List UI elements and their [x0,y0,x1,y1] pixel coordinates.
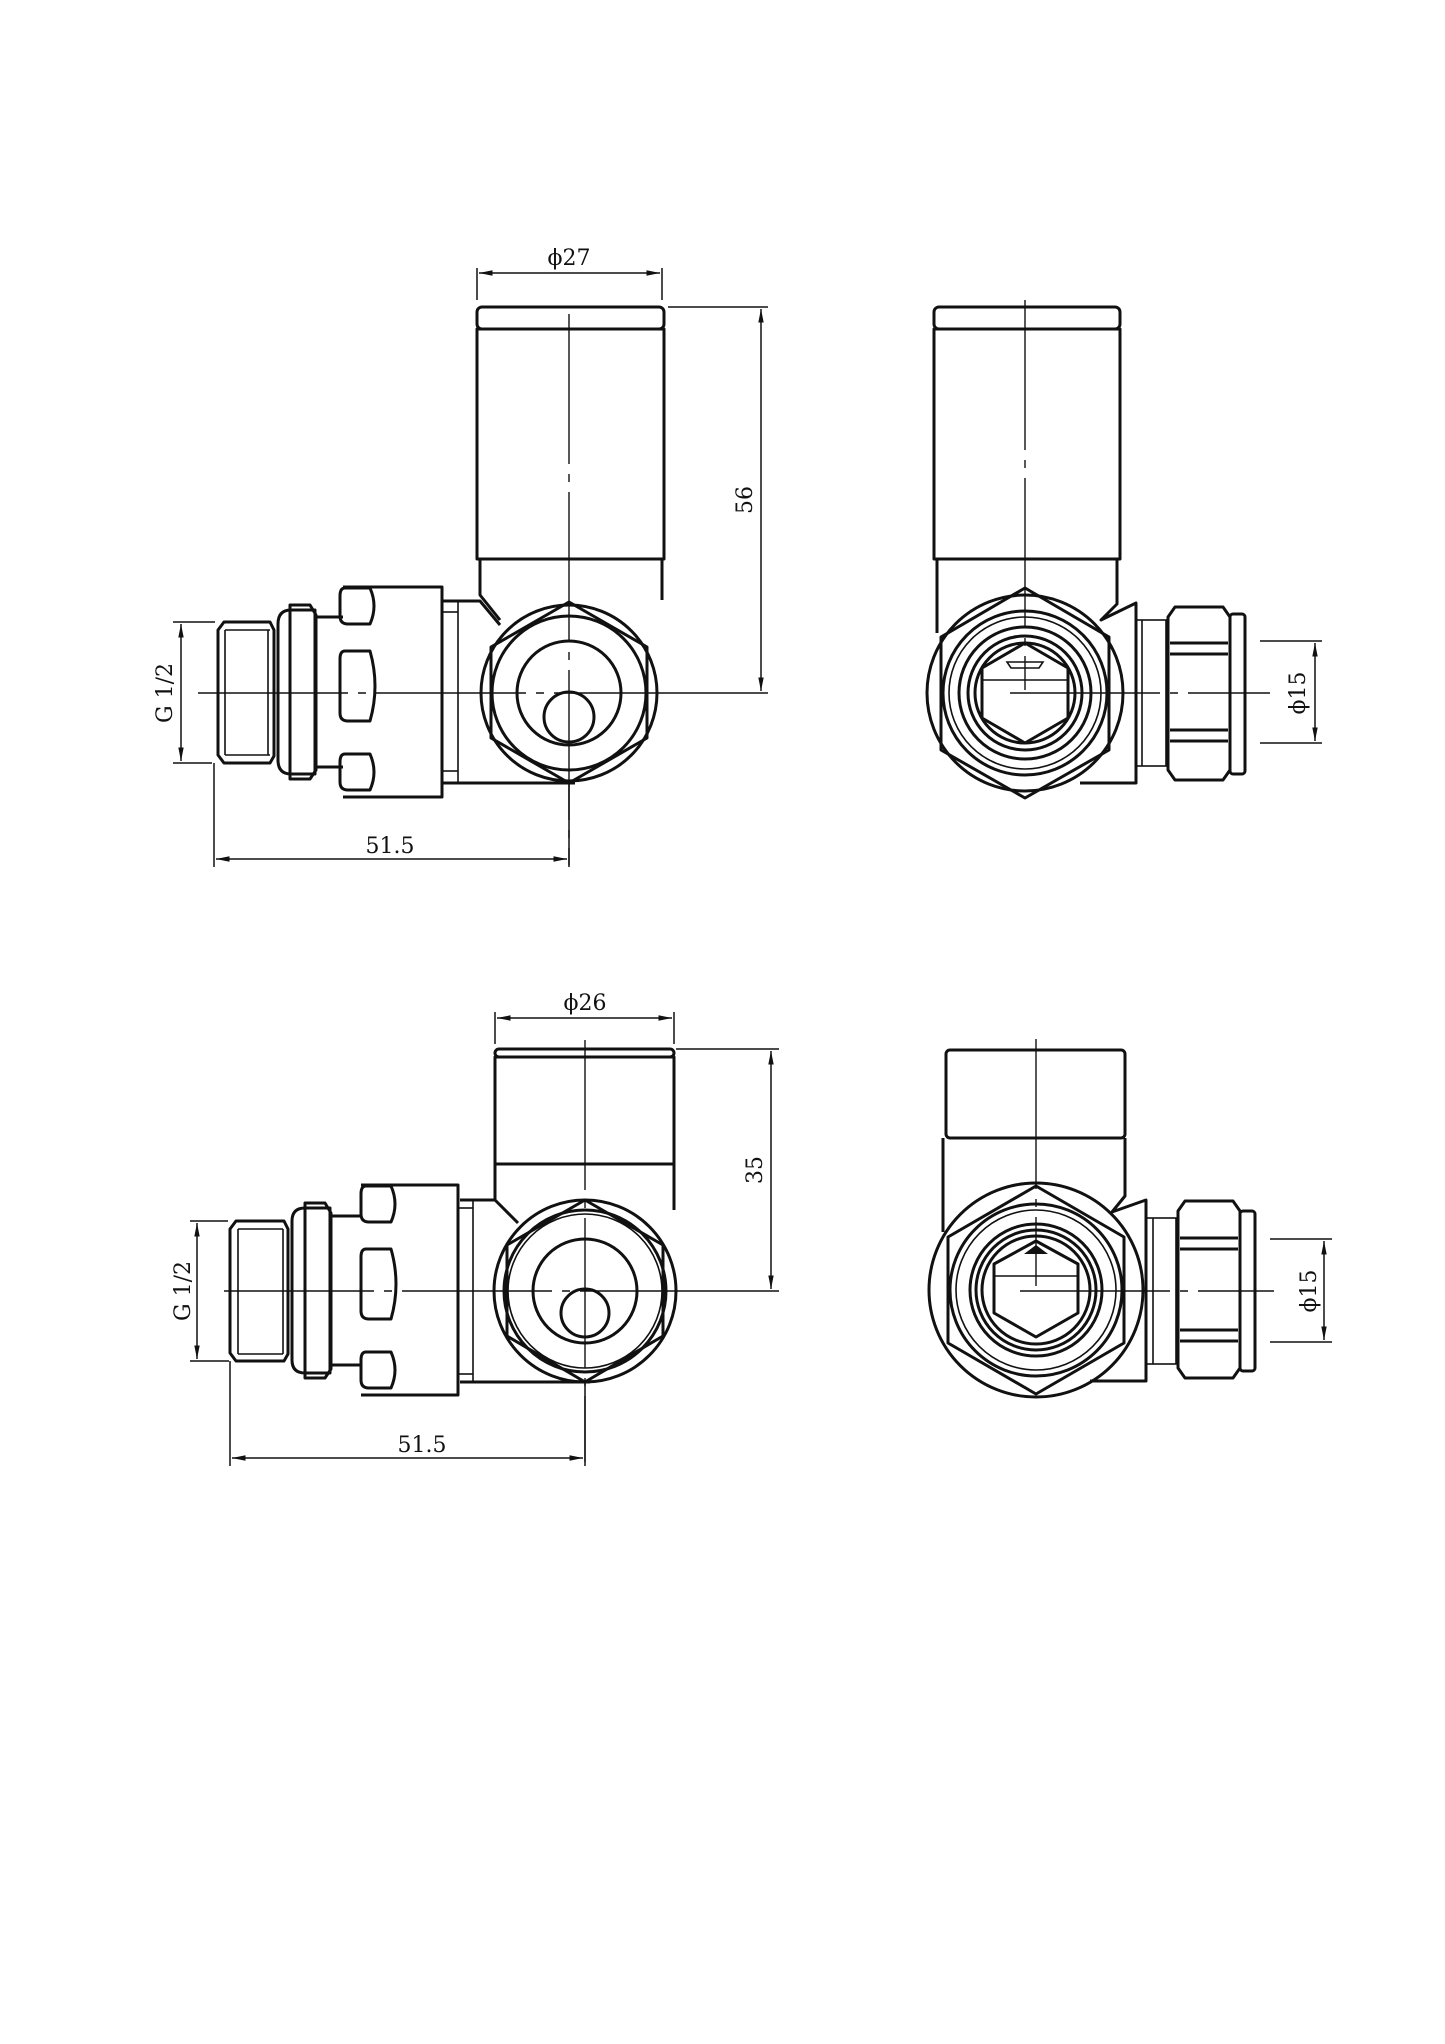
union-nut [338,585,459,799]
height-label: 56 [733,486,758,514]
dimension-length: 51.5 [213,763,570,867]
compression-nut [1166,605,1232,782]
lower-valve-side-view: ϕ26 35 G 1/2 51.5 [171,991,779,1466]
upper-valve-front-view: ϕ15 [925,300,1322,800]
hex-socket-icon [992,1239,1080,1339]
upper-valve-side-view: ϕ27 56 G 1/2 51.5 [153,246,768,867]
length-label: 51.5 [398,1433,447,1458]
pipe-diameter-label: ϕ15 [1286,672,1311,715]
dimension-thread: G 1/2 [171,1220,229,1362]
lower-valve-front-view: ϕ15 [927,1039,1332,1399]
height-label: 35 [743,1156,768,1184]
thread-label: G 1/2 [171,1261,196,1321]
dimension-pipe-diameter: ϕ15 [1270,1238,1332,1343]
dimension-length: 51.5 [229,1361,586,1466]
hex-socket-icon [980,641,1070,745]
compression-nut [1176,1199,1242,1380]
pipe-diameter-label: ϕ15 [1297,1270,1322,1313]
dimension-cap-diameter: ϕ27 [476,246,663,300]
dimension-pipe-diameter: ϕ15 [1260,640,1322,744]
thread-label: G 1/2 [153,663,178,723]
cap-diameter-label: ϕ26 [564,991,607,1016]
length-label: 51.5 [366,834,415,859]
dimension-height: 35 [676,1048,779,1292]
collar-rings [276,603,343,781]
cap-cylinder [475,305,666,621]
dimension-height: 56 [668,306,768,694]
cap-diameter-label: ϕ27 [548,246,591,271]
dimension-cap-diameter: ϕ26 [494,991,675,1044]
dimension-thread: G 1/2 [153,621,215,764]
